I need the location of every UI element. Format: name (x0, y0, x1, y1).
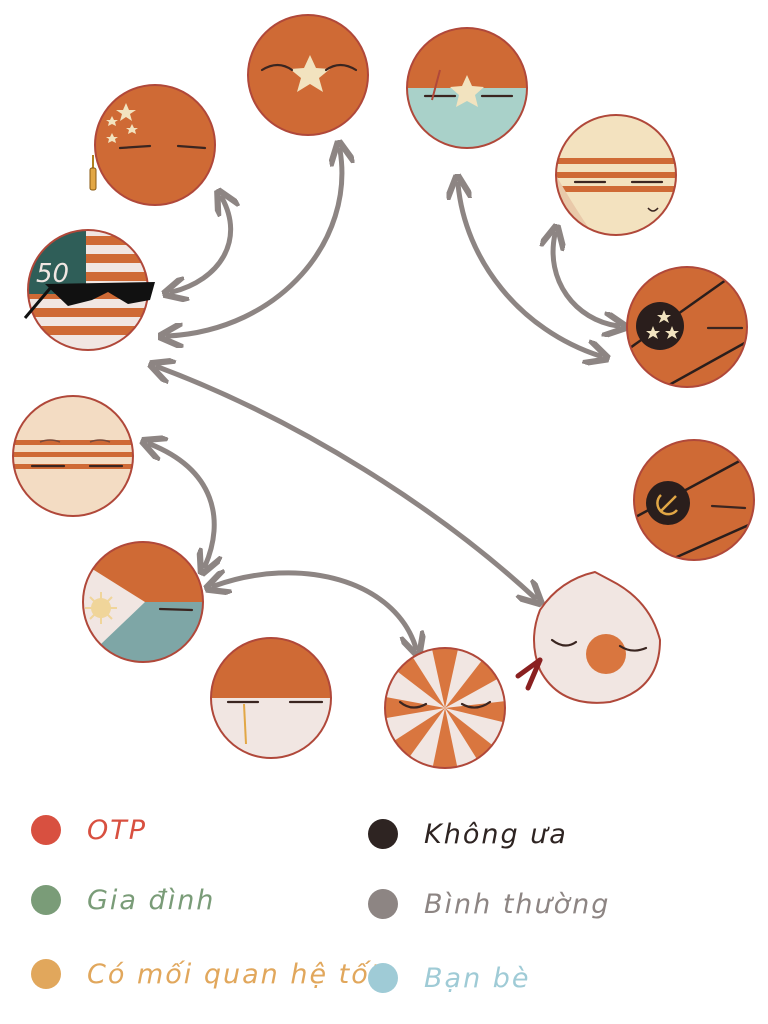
ball-soviet (633, 439, 755, 561)
legend-label-family: Gia đình (87, 884, 216, 916)
sun-icon (85, 592, 117, 624)
arrow-thai-nk (553, 234, 618, 326)
legend-label-good: Có mối quan hệ tốt (87, 958, 383, 990)
legend-dot-good (31, 959, 61, 989)
legend-item-good: Có mối quan hệ tốt (31, 954, 382, 994)
eyepatch-icon (636, 302, 684, 350)
legend-dot-normal (368, 889, 398, 919)
legend-item-dislike: Không ưa (368, 814, 568, 854)
legend-item-normal: Bình thường (368, 884, 610, 924)
legend-label-friends: Bạn bè (424, 962, 531, 994)
arrow-phil-rising (214, 573, 416, 648)
ball-eyepatch-stars (626, 266, 748, 388)
arrow-cambodia-phil (150, 444, 214, 566)
star-icon (646, 310, 679, 339)
relationship-arrows (150, 150, 618, 648)
relationship-diagram: 50 (12, 14, 755, 769)
legend-item-otp: OTP (31, 810, 147, 850)
arrow-vietnam-usa (168, 150, 342, 336)
legend-label-normal: Bình thường (424, 888, 611, 920)
legend-item-family: Gia đình (31, 880, 215, 920)
ball-taiwan (406, 27, 528, 149)
star-icon (290, 55, 330, 92)
red-dot-icon (586, 634, 626, 674)
legend-dot-otp (31, 815, 61, 845)
ball-usa: 50 (23, 229, 155, 351)
arrow-china-usa (172, 198, 231, 292)
star-icon (450, 75, 484, 107)
arrow-usa-japan (158, 367, 535, 598)
legend-dot-family (31, 885, 61, 915)
star-icon (106, 103, 138, 143)
ball-japan (515, 570, 662, 704)
ball-thailand (555, 114, 677, 236)
ball-rising-sun (384, 647, 506, 769)
legend-dot-dislike (368, 819, 398, 849)
hammer-sickle-icon (656, 494, 678, 516)
ball-vietnam (247, 14, 369, 136)
ball-indonesia (210, 637, 332, 759)
ball-china (89, 84, 216, 206)
legend-label-otp: OTP (87, 814, 148, 846)
ball-cambodia (12, 395, 134, 517)
legend-label-dislike: Không ưa (424, 818, 568, 850)
ball-philippines (82, 541, 204, 663)
legend-dot-friends (368, 963, 398, 993)
legend-item-friends: Bạn bè (368, 958, 531, 998)
arrow-taiwan-nk (458, 184, 600, 356)
sunglasses-icon (23, 282, 155, 319)
